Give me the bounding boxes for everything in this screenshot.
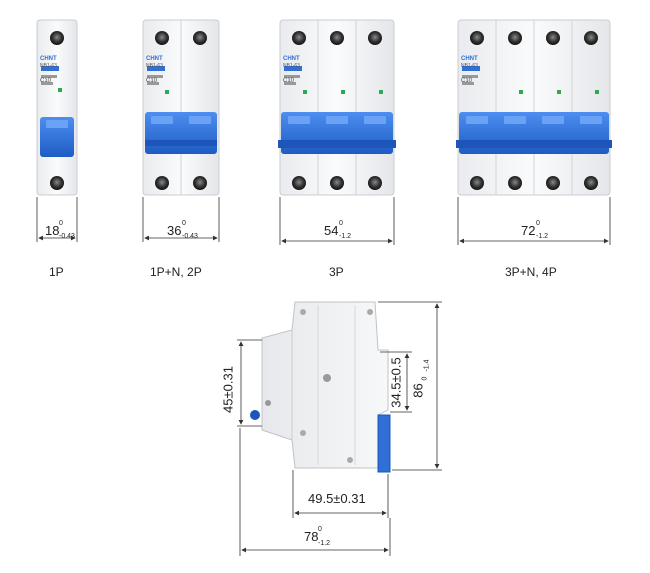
dim-86: 86 bbox=[410, 383, 426, 398]
terminal-screw-icon bbox=[50, 31, 64, 45]
caption-1p: 1P bbox=[49, 265, 64, 279]
front-views bbox=[36, 19, 612, 245]
brand-logo: CHNT bbox=[461, 56, 478, 62]
brand-logo: CHNT bbox=[40, 56, 57, 62]
breaker-4p bbox=[456, 19, 612, 196]
model-text: NB1-63 bbox=[146, 63, 163, 69]
dim-78: 78 bbox=[304, 529, 319, 544]
side-view bbox=[237, 301, 442, 556]
model-text: NB1-63 bbox=[461, 63, 478, 69]
width-dimensions bbox=[36, 197, 611, 245]
brand-logo: CHNT bbox=[283, 56, 300, 62]
caption-4p: 3P+N, 4P bbox=[505, 265, 557, 279]
width-dim-4p: 72 bbox=[521, 223, 536, 238]
width-dim-3p: 54 bbox=[324, 223, 339, 238]
terminal-screw-icon bbox=[50, 176, 64, 190]
rating-text: C10 bbox=[40, 78, 52, 84]
model-text: NB1-63 bbox=[40, 63, 57, 69]
width-dim-1p: 18 bbox=[45, 223, 60, 238]
side-body bbox=[250, 301, 391, 473]
rating-text: C10 bbox=[283, 78, 295, 84]
din-clip bbox=[250, 410, 260, 420]
dim-49-5: 49.5±0.31 bbox=[308, 491, 366, 506]
rating-text: C10 bbox=[461, 78, 473, 84]
rating-text: C10 bbox=[146, 78, 158, 84]
width-dim-2p: 36 bbox=[167, 223, 182, 238]
breaker-1p bbox=[36, 19, 78, 196]
caption-2p: 1P+N, 2P bbox=[150, 265, 202, 279]
dim-45: 45±0.31 bbox=[220, 366, 236, 413]
breaker-3p bbox=[278, 19, 396, 196]
breaker-2p bbox=[142, 19, 220, 196]
dim-34-5: 34.5±0.5 bbox=[388, 357, 404, 408]
caption-3p: 3P bbox=[329, 265, 344, 279]
model-text: NB1-63 bbox=[283, 63, 300, 69]
side-dimensions bbox=[237, 301, 442, 556]
brand-logo: CHNT bbox=[146, 56, 163, 62]
